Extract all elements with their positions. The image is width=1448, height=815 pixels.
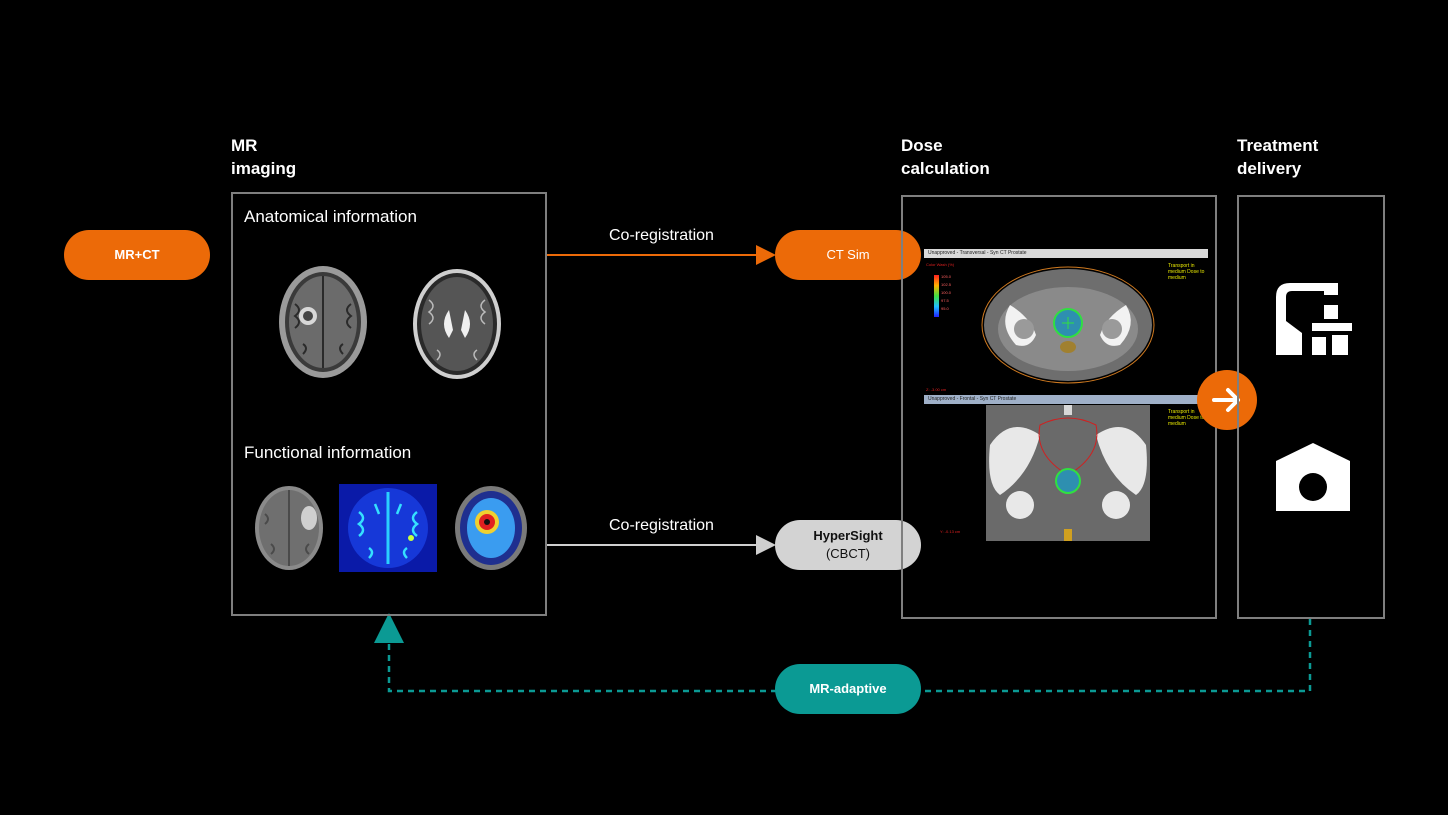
treatment-planning-screen: Unapproved - Transversal - Syn CT Prosta…	[924, 249, 1208, 541]
anatomical-information-label: Anatomical information	[244, 207, 417, 226]
brain-scan-t2	[413, 269, 501, 379]
coronal-ct-image	[986, 405, 1150, 541]
frontal-window-title: Unapproved - Frontal - Syn CT Prostate	[924, 395, 1208, 404]
functional-information-label: Functional information	[244, 443, 412, 462]
dose-color-legend	[934, 275, 939, 317]
bore-ring-icon	[1276, 443, 1350, 511]
treatment-delivery-panel	[1237, 195, 1385, 619]
hypersight-pill: HyperSight (CBCT)	[775, 520, 921, 570]
brain-scan-diffusion	[255, 486, 323, 570]
coregistration-label-top: Co-registration	[609, 227, 714, 244]
brain-scan-t1	[279, 266, 367, 378]
brain-scan-pet-overlay	[455, 486, 527, 570]
transport-text-bottom: Transport in medium Dose to medium	[1168, 409, 1205, 427]
transport-text-top: Transport in medium Dose to medium	[1168, 263, 1205, 281]
next-arrow-icon	[1197, 370, 1257, 430]
coordinate-top: Z: -3.00 cm	[926, 387, 947, 392]
transversal-window-title: Unapproved - Transversal - Syn CT Prosta…	[924, 249, 1208, 258]
coregistration-label-bottom: Co-registration	[609, 517, 714, 534]
legend-values: 105.0 102.5 100.0 97.5 95.0	[941, 274, 952, 311]
coordinate-bottom: Y: -0.13 cm	[940, 529, 961, 534]
ct-sim-pill: CT Sim	[775, 230, 921, 280]
mr-ct-pill: MR+CT	[64, 230, 210, 280]
linac-gantry-icon	[1276, 283, 1352, 355]
mr-imaging-panel: Anatomical information Functional inform…	[231, 192, 547, 616]
legend-title: Color Wash (%)	[926, 262, 955, 267]
mr-adaptive-pill: MR-adaptive	[775, 664, 921, 714]
axial-ct-image	[981, 266, 1155, 384]
brain-scan-perfusion	[339, 484, 437, 572]
dose-calculation-panel: Unapproved - Transversal - Syn CT Prosta…	[901, 195, 1217, 619]
